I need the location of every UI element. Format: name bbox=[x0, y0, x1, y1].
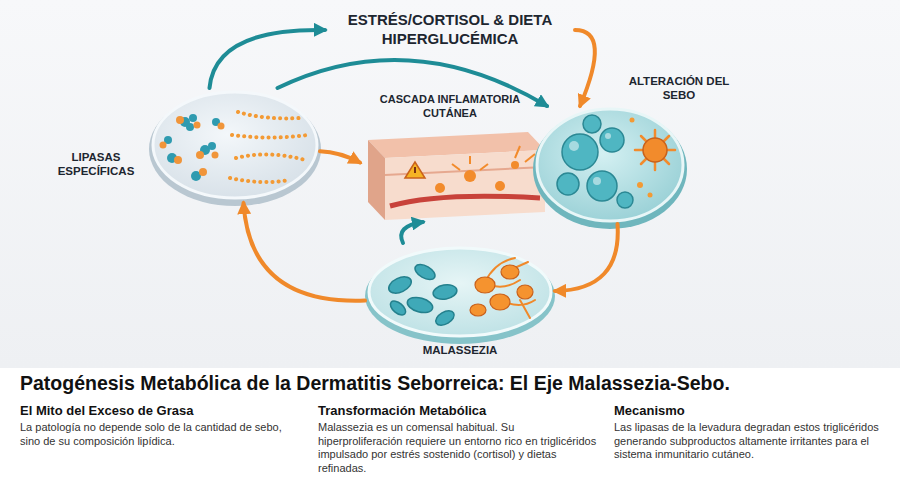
skin-block-part bbox=[452, 146, 535, 170]
sebum-dish-part-part bbox=[605, 133, 611, 139]
sebum-dish-part bbox=[533, 109, 687, 229]
lipase-dish-part-part bbox=[176, 116, 184, 124]
malassezia-dish-part-part bbox=[475, 277, 495, 293]
sebum-dish-node: ALTERACIÓN DEL SEBO bbox=[535, 106, 685, 224]
column-body: La patología no depende solo de la canti… bbox=[20, 421, 298, 448]
skin-block-part-part bbox=[452, 156, 488, 170]
inflammation-node: CASCADA INFLAMATORIA CUTÁNEA bbox=[360, 90, 540, 222]
skin-block-part bbox=[368, 140, 385, 220]
diagram-title: Patogénesis Metabólica de la Dermatitis … bbox=[20, 372, 890, 395]
malassezia-dish-part bbox=[365, 248, 555, 344]
sebum-dish-part-part bbox=[569, 141, 579, 151]
sebum-dish-part bbox=[537, 109, 683, 221]
column-heading: El Mito del Exceso de Grasa bbox=[20, 403, 292, 418]
lipase-dish-part-part bbox=[189, 114, 197, 122]
malassezia-dish-part-part bbox=[490, 294, 510, 310]
cycle-arrow bbox=[575, 30, 595, 106]
node-label: MALASSEZIA bbox=[365, 343, 555, 357]
column-heading: Mecanismo bbox=[614, 403, 886, 418]
sebum-dish-part-part bbox=[600, 128, 624, 152]
sebum-dish-part bbox=[569, 133, 611, 185]
malassezia-dish-part-part bbox=[501, 265, 519, 279]
cycle-arrow bbox=[210, 30, 326, 88]
stressor-box: ESTRÉS/CORTISOL & DIETA HIPERGLUCÉMICA bbox=[325, 6, 575, 54]
malassezia-dish-part-part bbox=[388, 298, 408, 317]
lipase-dish-part-part bbox=[230, 178, 290, 182]
sebum-dish-part-part bbox=[583, 115, 601, 133]
lipase-dish-part bbox=[149, 92, 321, 206]
column-heading: Transformación Metabólica bbox=[318, 403, 590, 418]
sebum-dish-part bbox=[635, 130, 675, 170]
malassezia-dish-node: MALASSEZIA bbox=[365, 243, 555, 339]
malassezia-dish-part-part bbox=[433, 308, 456, 328]
malassezia-dish-part-part bbox=[517, 285, 533, 299]
sebum-dish bbox=[533, 109, 687, 229]
sebum-dish-part-part bbox=[630, 118, 635, 123]
malassezia-dish-part-part bbox=[386, 274, 414, 297]
sebum-dish-part-part bbox=[648, 193, 653, 198]
sebum-dish-part-part bbox=[635, 130, 675, 170]
column-body: Malassezia es un comensal habitual. Su h… bbox=[318, 421, 600, 475]
lipase-dish-part-part bbox=[160, 142, 167, 149]
sebum-dish-part-part bbox=[637, 182, 643, 188]
skin-block-part bbox=[385, 150, 545, 220]
cycle-arrow bbox=[555, 224, 618, 291]
background-part bbox=[0, 368, 900, 487]
malassezia-dish bbox=[365, 248, 555, 344]
lipase-dish-part-part bbox=[232, 135, 308, 138]
lipase-dish-part-part bbox=[238, 112, 300, 118]
lipase-dish-part bbox=[230, 112, 308, 182]
sebum-dish-part-part bbox=[617, 192, 633, 208]
malassezia-dish-part-part bbox=[432, 283, 458, 301]
cycle-arrow bbox=[320, 151, 360, 162]
malassezia-dish-part-part bbox=[406, 295, 435, 315]
sebum-dish-part bbox=[630, 118, 653, 198]
skin-block-part-part bbox=[495, 181, 505, 191]
node-label: LIPASAS ESPECÍFICAS bbox=[50, 150, 142, 178]
skin-block-part-part bbox=[511, 161, 519, 169]
lipase-dish-part bbox=[160, 116, 225, 176]
lipase-dish-part-part bbox=[194, 122, 201, 129]
malassezia-dish-part bbox=[470, 265, 533, 316]
sebum-dish-part bbox=[643, 138, 667, 162]
malassezia-dish-part-part bbox=[412, 261, 437, 282]
malassezia-dish-part-part bbox=[470, 304, 486, 316]
sebum-dish-part-part bbox=[557, 173, 579, 195]
lipase-dish-part-part bbox=[212, 152, 219, 159]
malassezia-dish-part bbox=[386, 261, 458, 328]
lipase-dish bbox=[149, 92, 321, 206]
skin-block-part bbox=[414, 167, 416, 173]
malassezia-dish-part bbox=[369, 248, 551, 336]
sebum-dish-part-part bbox=[587, 171, 617, 201]
lipase-dish-part bbox=[153, 92, 317, 198]
lipase-dish-part-part bbox=[218, 123, 225, 130]
lipase-dish-part-part bbox=[174, 156, 182, 164]
node-label: CASCADA INFLAMATORIA CUTÁNEA bbox=[360, 90, 540, 120]
skin-block-part bbox=[405, 162, 425, 178]
sebum-dish-part-part bbox=[562, 134, 598, 170]
cycle-arrow bbox=[401, 222, 423, 243]
sebum-dish-part-part bbox=[593, 177, 601, 185]
skin-block-part bbox=[390, 196, 540, 206]
lipase-dish-part-part bbox=[208, 142, 216, 150]
skin-block-part-part bbox=[515, 146, 535, 162]
node-label: ALTERACIÓN DEL SEBO bbox=[623, 74, 735, 102]
lipase-dish-node: LIPASAS ESPECÍFICAS bbox=[150, 88, 320, 203]
lipase-dish-part-part bbox=[196, 151, 204, 159]
lipase-dish-part-part bbox=[186, 123, 194, 131]
skin-block-part bbox=[435, 161, 519, 193]
skin-block bbox=[368, 132, 545, 220]
skin-block-part-part bbox=[435, 183, 445, 193]
node-label: ESTRÉS/CORTISOL & DIETA HIPERGLUCÉMICA bbox=[325, 6, 575, 48]
cycle-arrow bbox=[244, 203, 366, 301]
lipase-dish-part-part bbox=[199, 168, 207, 176]
skin-block-part-part bbox=[464, 170, 476, 182]
lipase-dish-part bbox=[164, 114, 220, 181]
background-part bbox=[0, 0, 900, 368]
sebum-dish-part bbox=[557, 115, 633, 208]
lipase-dish-part-part bbox=[236, 154, 305, 160]
column-body: Las lipasas de la levadura degradan esto… bbox=[614, 421, 890, 462]
